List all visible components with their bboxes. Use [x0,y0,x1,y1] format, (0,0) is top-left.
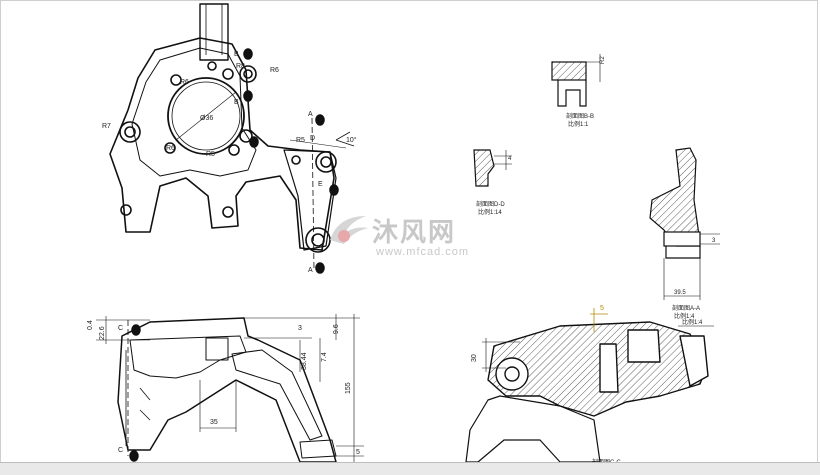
label-sec-e: E [318,181,323,188]
label-sec-a-top: A [308,111,313,118]
section-c-dim-5: 5 [600,305,604,312]
bolt-hole [164,142,176,154]
label-r-hole: R6 [270,67,279,74]
arm-eye-top [315,151,337,173]
label-sec-a-bottom: A [308,267,313,274]
section-c [465,308,714,463]
front-view-labels: R8 R6 R7 R6 R5 R6 R5 Ø36 10° A A B B D E [102,51,357,274]
front-view [109,3,355,274]
mfcad-logo-icon [330,216,368,244]
section-b-labels: R2 剖面图B-B 比例1:1 [566,56,606,128]
top-boss [199,3,229,61]
label-angle: 10° [346,136,357,144]
section-d-labels: 4 剖面图D-D 比例1:14 [476,156,512,216]
bolt-hole [222,68,234,80]
section-b [551,54,601,107]
section-b-dim: R2 [600,56,606,64]
left-eye [119,121,141,143]
section-a [649,147,720,300]
dim-d9: 5 [356,449,360,456]
bolt-hole [170,74,182,86]
label-r-top: R8 [236,63,245,70]
side-view-labels: 0.4 22.6 3 9.6 7.4 38.44 155 35 5 C C [87,320,360,456]
label-sec-b-top: B [234,51,239,58]
section-a-labels: 3 39.5 剖面图A-A 比例1:4 [672,238,716,320]
label-r-bottom: R6 [166,145,175,152]
section-d [473,149,512,187]
knuckle-outline [109,37,335,251]
section-c-dim-30: 30 [471,354,478,362]
side-view [96,314,364,463]
section-d-scale: 比例1:14 [478,208,502,216]
label-sec-d: D [310,135,315,142]
label-r-right: R5 [296,137,305,144]
label-r-small: R6 [180,79,189,86]
bottom-status-bar [0,462,820,475]
label-r-left: R7 [102,123,111,130]
bolt-hole [207,61,217,71]
watermark-brand: 沐风网 [372,218,457,248]
label-sec-b-bottom: B [234,99,239,106]
dim-d4: 9.6 [333,324,340,334]
section-a-dim-w: 39.5 [674,290,686,296]
section-d-title: 剖面图D-D [476,200,505,208]
section-c-mark-top: C [118,325,123,332]
dim-d8: 35 [210,419,218,426]
watermark-url: www.mfcad.com [376,246,470,258]
dim-d2: 22.6 [99,326,106,340]
section-b-scale: 比例1:1 [568,120,589,128]
label-dia: Ø36 [200,115,213,122]
bolt-hole [228,144,240,156]
section-a-scale: 比例1:4 [674,312,695,320]
dim-d3: 3 [298,325,302,332]
section-a-title: 剖面图A-A [672,304,700,312]
dim-d5: 7.4 [321,352,328,362]
label-r-mid: R5 [206,151,215,158]
section-a-dim-h: 3 [712,238,716,244]
dim-d7: 155 [345,382,352,394]
dim-d6: 38.44 [301,352,308,370]
center-bore [167,77,245,155]
section-d-dim: 4 [508,156,512,162]
section-c-scale: 比例1:4 [682,318,703,326]
watermark: 沐风网 www.mfcad.com [326,208,496,266]
section-c-mark-bottom: C [118,447,123,454]
section-b-title: 剖面图B-B [566,112,594,120]
bolt-hole [239,65,257,83]
dim-d1: 0.4 [87,320,94,330]
